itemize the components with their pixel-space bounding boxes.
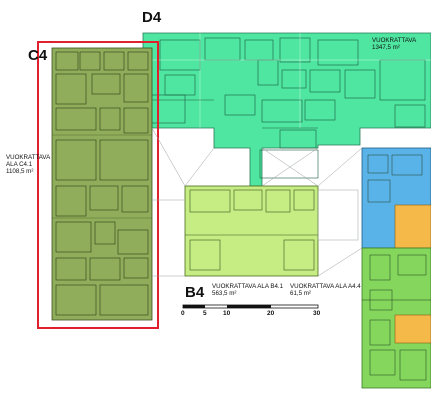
wing-b4-block — [184, 185, 319, 277]
c4-area-line2: ALA C4.1 — [6, 160, 33, 168]
a4-area-line1: VUOKRATTAVA ALA A4.4 — [290, 283, 361, 290]
wing-c4-label: C4 — [28, 47, 48, 64]
d4-area-label: VUOKRATTAVA 1347,5 m² — [372, 37, 417, 52]
wing-d4-block — [142, 32, 431, 187]
scale-tick-5: 5 — [203, 310, 207, 317]
c4-highlight-frame — [37, 41, 159, 329]
d4-area-line2: 1347,5 m² — [372, 43, 400, 51]
wing-b4-label: B4 — [185, 284, 205, 301]
wing-d4-label: D4 — [142, 9, 162, 26]
corridor-lines — [151, 127, 363, 277]
a4-area-label: VUOKRATTAVA ALA A4.4 61,5 m² — [290, 283, 361, 298]
a4-area-line2: 61,5 m² — [290, 289, 311, 297]
wing-c4-block — [51, 47, 153, 321]
scale-tick-10: 10 — [223, 310, 231, 317]
b4-area-label: VUOKRATTAVA ALA B4.1 563,5 m² — [212, 283, 284, 298]
wing-a4-block — [361, 147, 431, 389]
d4-area-line1: VUOKRATTAVA — [372, 37, 417, 44]
scale-tick-20: 20 — [267, 310, 275, 317]
c4-area-label: VUOKRATTAVA ALA C4.1 1108,5 m² — [6, 154, 51, 175]
scale-bar — [182, 304, 319, 309]
scale-tick-0: 0 — [181, 310, 185, 317]
scale-tick-30: 30 — [313, 310, 321, 317]
c4-area-line1: VUOKRATTAVA — [6, 154, 51, 161]
b4-area-line2: 563,5 m² — [212, 289, 237, 297]
b4-area-line1: VUOKRATTAVA ALA B4.1 — [212, 283, 284, 290]
c4-area-line3: 1108,5 m² — [6, 167, 34, 175]
